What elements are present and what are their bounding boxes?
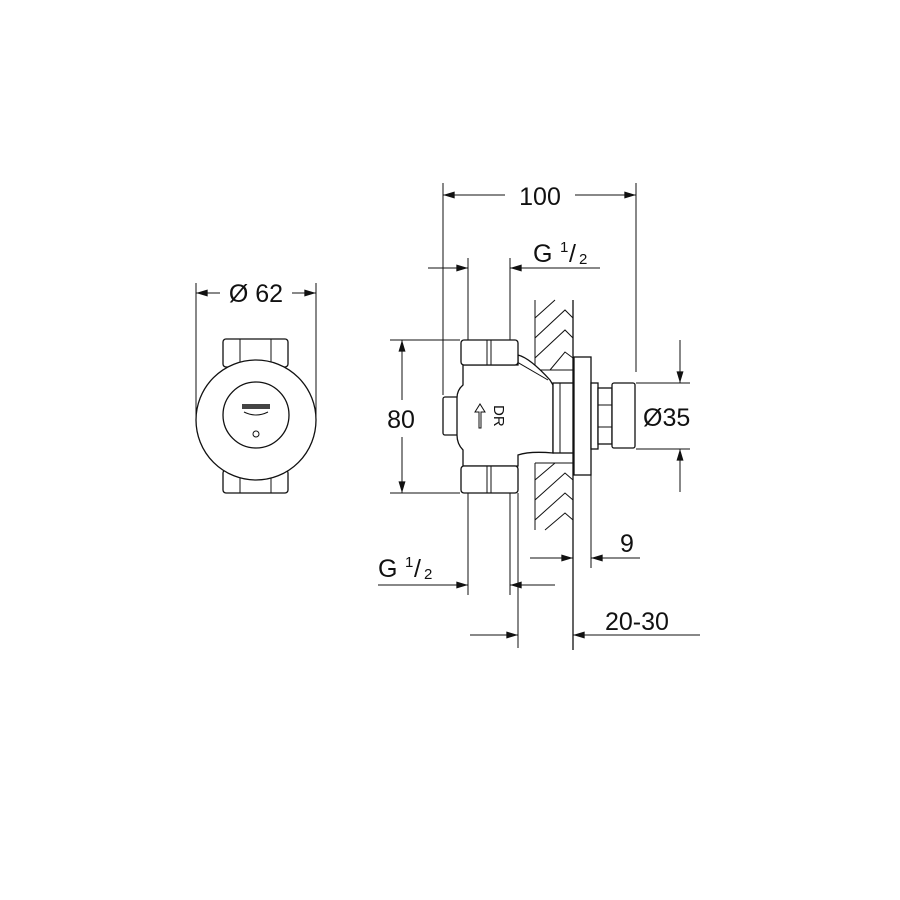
valve-body xyxy=(456,354,554,467)
dim-flange: 9 xyxy=(620,530,634,558)
svg-text:G: G xyxy=(533,240,552,268)
front-view: Ø 62 xyxy=(195,280,317,494)
svg-text:2: 2 xyxy=(424,566,432,583)
dim-front-diameter: Ø 62 xyxy=(229,280,283,308)
dim-wall: 20-30 xyxy=(605,608,669,636)
top-connection-nut xyxy=(460,339,519,366)
svg-text:/: / xyxy=(414,555,421,583)
dim-height: 80 xyxy=(387,406,415,434)
svg-text:2: 2 xyxy=(579,251,587,268)
push-button xyxy=(222,381,290,449)
cap xyxy=(611,382,636,449)
dim-width-total: 100 xyxy=(519,183,561,211)
side-view: DR 100 G 1 / 2 80 Ø35 9 xyxy=(378,183,700,650)
svg-text:1: 1 xyxy=(405,554,413,571)
svg-text:1: 1 xyxy=(560,239,568,256)
indicator-dot xyxy=(252,430,260,438)
dim-thread-top: G 1 / 2 xyxy=(533,239,587,268)
wall-section xyxy=(534,299,574,650)
svg-text:G: G xyxy=(378,555,397,583)
flow-arrow-icon xyxy=(474,403,486,429)
body-marking: DR xyxy=(490,405,507,427)
rosette-outer xyxy=(195,359,317,481)
grohe-logo xyxy=(242,404,270,416)
svg-text:/: / xyxy=(569,240,576,268)
dim-thread-bottom: G 1 / 2 xyxy=(378,554,432,583)
bottom-connection-nut xyxy=(460,465,519,494)
dim-cap-diameter: Ø35 xyxy=(643,404,690,432)
nut xyxy=(597,387,613,445)
flange xyxy=(573,356,592,476)
